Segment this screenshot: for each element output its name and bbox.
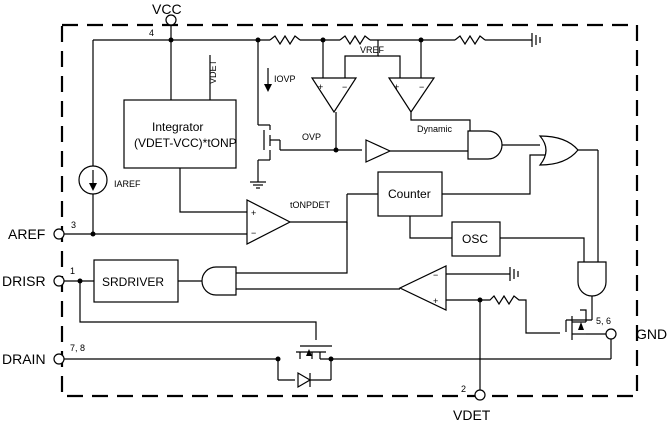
drisr-pin	[53, 275, 65, 287]
svg-text:+: +	[433, 296, 438, 306]
gnd-pin	[605, 328, 617, 340]
iovp-label: IOVP	[274, 74, 296, 84]
vdet-pin	[474, 389, 486, 401]
svg-text:−: −	[342, 82, 347, 92]
ovp-comparator	[310, 77, 358, 114]
aref-pin	[53, 228, 65, 240]
gnd-pin-name: GND	[636, 326, 667, 342]
integrator-block	[123, 99, 237, 169]
vcc-pin-name: VCC	[152, 1, 182, 17]
vdet-pin-number: 2	[461, 384, 466, 394]
resistor-r1	[269, 34, 301, 46]
dynamic-label: Dynamic	[417, 124, 453, 134]
resistor-r2	[339, 34, 371, 46]
integrator-formula: (VDET-VCC)*tONP	[134, 136, 237, 150]
svg-text:+: +	[394, 82, 399, 92]
vref-label: VREF	[360, 45, 385, 55]
drisr-pin-number: 1	[70, 266, 75, 276]
vdet-pin-name: VDET	[453, 407, 491, 423]
osc-label: OSC	[462, 232, 488, 246]
integrator-title: Integrator	[152, 120, 203, 134]
osc-block	[451, 221, 501, 257]
and-gate-2	[201, 266, 237, 296]
or-gate	[538, 135, 579, 166]
svg-text:+: +	[318, 82, 323, 92]
gnd-pin-number: 5, 6	[596, 316, 611, 326]
resistor-r4	[480, 294, 560, 334]
drisr-pin-name: DRISR	[2, 273, 46, 289]
tonpdet-label: tONPDET	[290, 200, 331, 210]
ovp-buffer	[365, 139, 392, 163]
svg-text:−: −	[419, 82, 424, 92]
ovp-label: OVP	[302, 132, 321, 142]
body-diode	[297, 371, 312, 389]
and-gate-1	[467, 130, 503, 160]
vcc-pin-number: 4	[149, 28, 154, 38]
svg-text:−: −	[433, 270, 438, 280]
drain-pin-number: 7, 8	[70, 343, 85, 353]
aref-pin-number: 3	[71, 220, 76, 230]
tonpdet-comparator	[246, 199, 292, 245]
and-gate-3	[577, 261, 607, 297]
vdet-internal-label: VDET	[208, 59, 218, 84]
vdet-comparator	[398, 265, 447, 311]
svg-text:−: −	[251, 228, 256, 238]
resistor-r3	[454, 34, 486, 46]
package-outline	[60, 23, 639, 398]
counter-block	[377, 171, 443, 217]
svg-text:+: +	[251, 208, 256, 218]
counter-label: Counter	[388, 187, 431, 201]
drain-pin-name: DRAIN	[2, 351, 46, 367]
iaref-label: IAREF	[114, 179, 141, 189]
srdriver-label: SRDRIVER	[102, 275, 164, 289]
vcc-pin	[165, 14, 177, 26]
dynamic-comparator	[387, 77, 436, 114]
aref-pin-name: AREF	[8, 226, 45, 242]
drain-pin	[53, 353, 65, 365]
